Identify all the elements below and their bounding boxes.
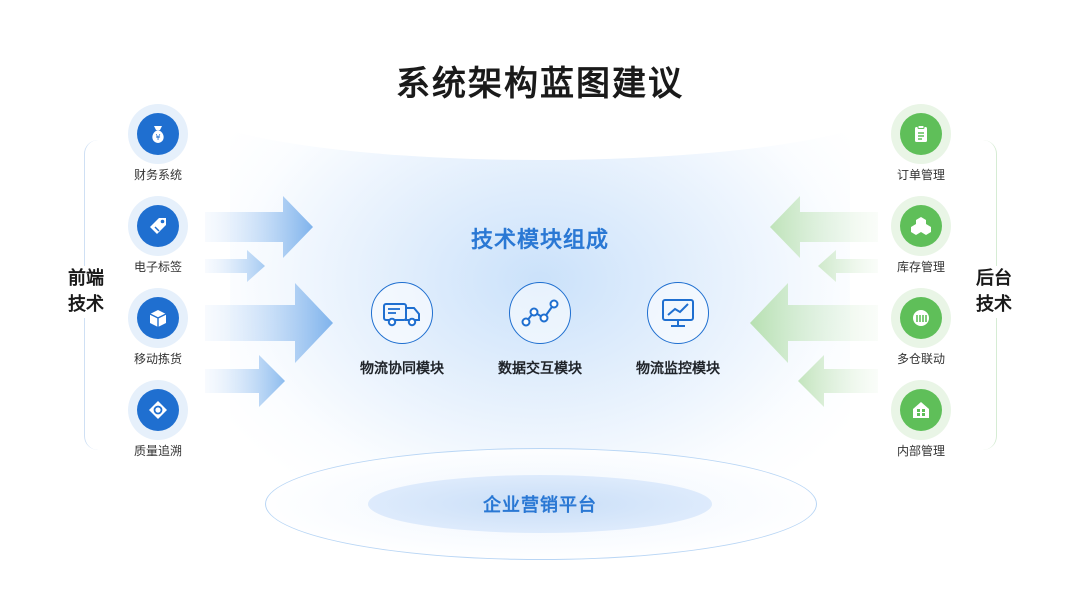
box-icon — [137, 297, 179, 339]
page-title: 系统架构蓝图建议 — [396, 64, 684, 104]
money-bag-icon: ¥ — [137, 113, 179, 155]
item-label: 内部管理 — [896, 444, 945, 458]
front-item-mobile-picking: 移动拣货 — [113, 288, 203, 367]
item-label: 质量追溯 — [133, 444, 182, 458]
top-arc — [180, 40, 900, 160]
back-end-tech-label: 后台 技术 — [964, 266, 1024, 318]
back-item-multi-warehouse: 多仓联动 — [876, 288, 966, 367]
svg-text:¥: ¥ — [155, 133, 160, 142]
front-item-finance: ¥ 财务系统 — [113, 104, 203, 183]
left-arrow-3 — [205, 283, 333, 363]
clipboard-icon — [900, 113, 942, 155]
item-label: 财务系统 — [133, 168, 182, 182]
left-arrow-4 — [205, 355, 285, 407]
module-label: 物流监控模块 — [636, 361, 720, 377]
platform-label: 企业营销平台 — [483, 495, 597, 516]
left-arrow-2 — [205, 250, 265, 282]
data-graph-icon — [509, 282, 571, 344]
item-label: 移动拣货 — [133, 352, 182, 366]
back-item-inventory: 库存管理 — [876, 196, 966, 275]
module-logistics-monitoring: 物流监控模块 — [608, 282, 748, 378]
technology-modules-title: 技术模块组成 — [470, 228, 609, 253]
front-item-quality-trace: 质量追溯 — [113, 380, 203, 459]
module-logistics-collaboration: 物流协同模块 — [332, 282, 472, 378]
back-item-internal-management: 内部管理 — [876, 380, 966, 459]
front-item-e-label: 电子标签 — [113, 196, 203, 275]
item-label: 多仓联动 — [896, 352, 945, 366]
item-label: 库存管理 — [896, 260, 945, 274]
item-label: 电子标签 — [133, 260, 182, 274]
building-icon — [900, 389, 942, 431]
front-end-tech-label: 前端 技术 — [56, 266, 116, 318]
trace-icon — [137, 389, 179, 431]
right-arrow-2 — [818, 250, 878, 282]
left-arrow-1 — [205, 196, 313, 258]
right-arrow-4 — [798, 355, 878, 407]
right-arrow-1 — [770, 196, 878, 258]
module-data-exchange: 数据交互模块 — [470, 282, 610, 378]
boxes-icon — [900, 205, 942, 247]
warehouse-icon — [900, 297, 942, 339]
module-label: 物流协同模块 — [360, 361, 444, 377]
item-label: 订单管理 — [896, 168, 945, 182]
tag-icon — [137, 205, 179, 247]
module-label: 数据交互模块 — [498, 361, 582, 377]
enterprise-platform: 企业营销平台 — [368, 475, 712, 533]
monitor-chart-icon — [647, 282, 709, 344]
right-arrow-3 — [750, 283, 878, 363]
truck-icon — [371, 282, 433, 344]
back-item-order-management: 订单管理 — [876, 104, 966, 183]
